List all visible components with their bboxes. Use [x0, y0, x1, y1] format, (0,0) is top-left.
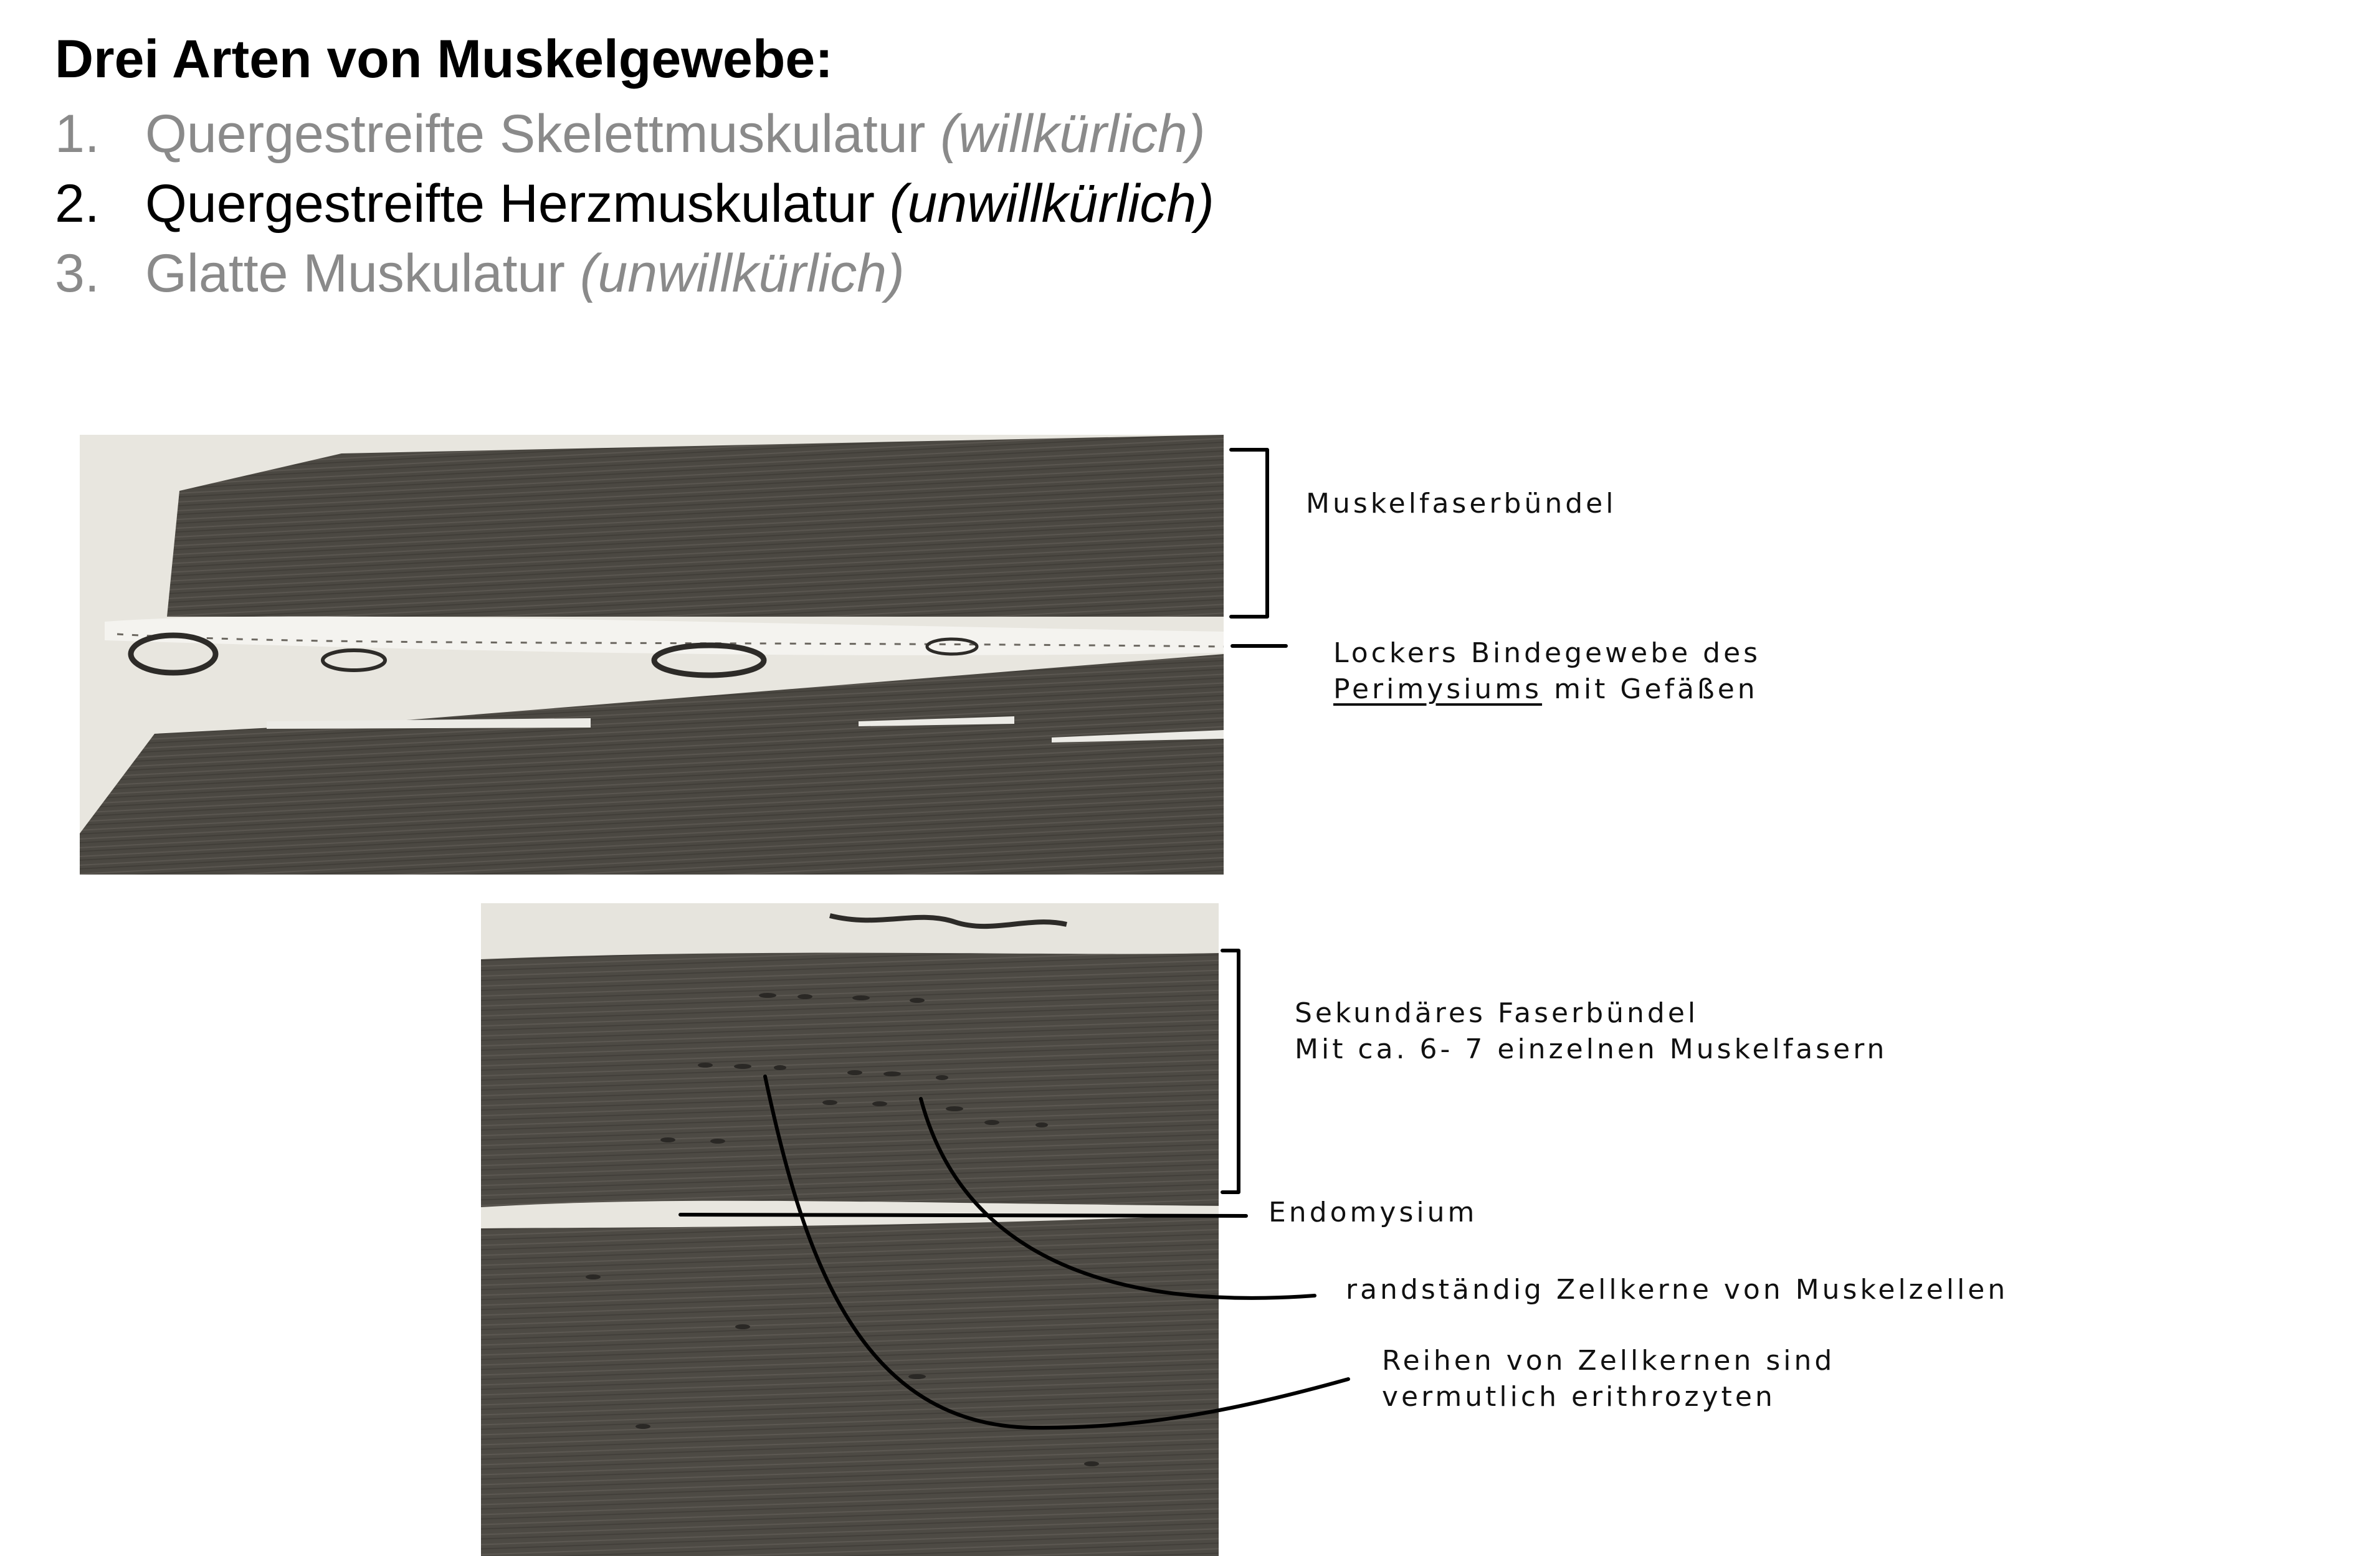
label-secondary-bundle-line2: Mit ca. 6- 7 einzelnen Muskelfasern: [1295, 1033, 1888, 1065]
micrograph-detail: [481, 903, 1219, 1556]
muscle-type-item-smooth: 3. Glatte Muskulatur (unwillkürlich): [55, 239, 905, 308]
muscle-type-note: (unwillkürlich): [889, 174, 1214, 234]
bracket-bundle: [1229, 448, 1269, 619]
list-number: 2.: [55, 174, 100, 234]
list-number: 1.: [55, 104, 100, 164]
label-endomysium: Endomysium: [1269, 1197, 1478, 1228]
bracket-secondary-bundle: [1221, 949, 1240, 1194]
label-nuclei-rows-line2: vermutlich erithrozyten: [1382, 1381, 1776, 1413]
muscle-type-item-skeletal: 1. Quergestreifte Skelettmuskulatur (will…: [55, 100, 1205, 168]
muscle-type-item-cardiac: 2. Quergestreifte Herzmuskulatur (unwillk…: [55, 169, 1214, 238]
leader-nuclei: [919, 1097, 1316, 1300]
label-secondary-bundle-line1: Sekundäres Faserbündel: [1295, 997, 1699, 1029]
label-peripheral-nuclei: randständig Zellkerne von Muskelzellen: [1346, 1274, 2009, 1306]
muscle-type-name: Quergestreifte Skelettmuskulatur: [145, 104, 926, 164]
label-perimysium-line2: Perimysiums mit Gefäßen: [1333, 671, 1758, 708]
muscle-type-note: (willkürlich): [940, 104, 1206, 164]
muscle-type-name: Glatte Muskulatur: [145, 244, 565, 303]
perimysium-term: Perimysiums: [1333, 673, 1543, 705]
micrograph-overview: [80, 435, 1224, 875]
label-perimysium-line1: Lockers Bindegewebe des: [1333, 637, 1761, 669]
muscle-type-note: (unwillkürlich): [579, 244, 905, 303]
leader-endomysium: [678, 1213, 1248, 1218]
perimysium-suffix: mit Gefäßen: [1554, 673, 1758, 705]
leader-rows: [763, 1074, 1350, 1430]
muscle-type-name: Quergestreifte Herzmuskulatur: [145, 174, 875, 234]
list-number: 3.: [55, 244, 100, 303]
label-nuclei-rows-line1: Reihen von Zellkernen sind: [1382, 1345, 1835, 1377]
label-muscle-fiber-bundle: Muskelfaserbündel: [1306, 488, 1617, 519]
page-heading: Drei Arten von Muskelgewebe:: [55, 29, 833, 89]
